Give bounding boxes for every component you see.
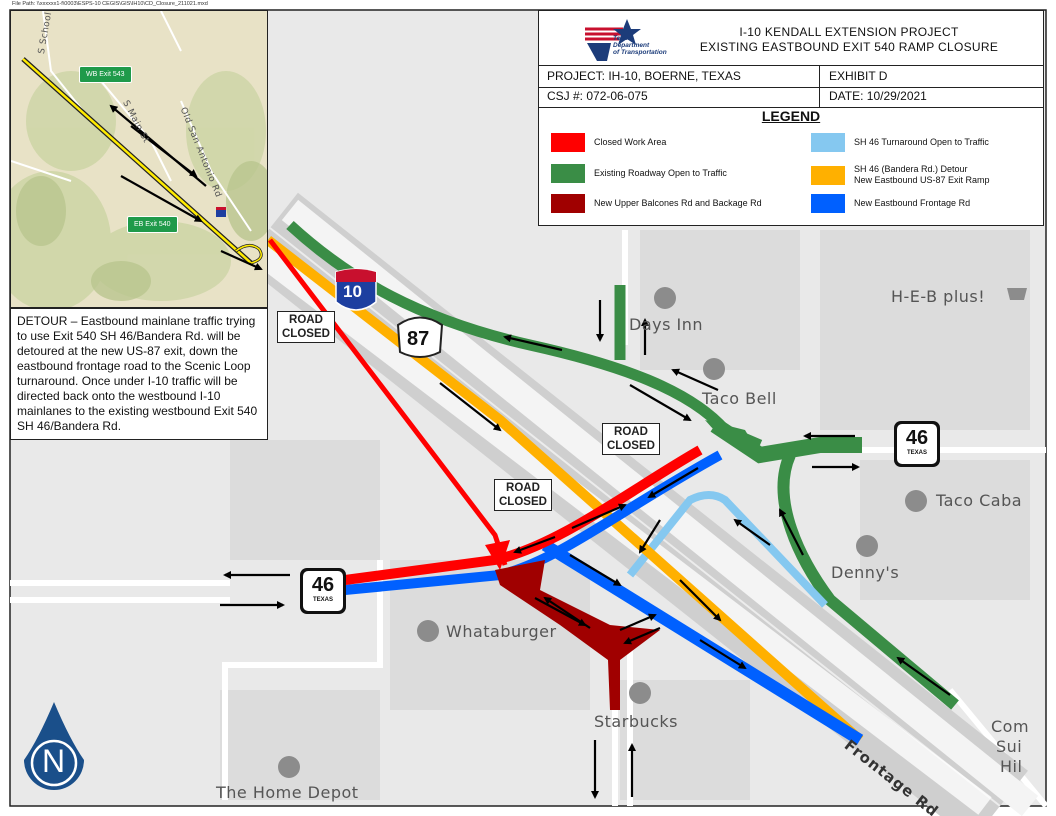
restaurant-icon-2 (905, 490, 927, 512)
title-block: Texas Department of Transportation I-10 … (538, 10, 1044, 226)
project-location: PROJECT: IH-10, BOERNE, TEXAS (547, 69, 741, 83)
label-dennys: Denny's (831, 563, 900, 582)
legend-item-frontage: New Eastbound Frontage Rd (811, 194, 970, 213)
legend-item-upper-balcones: New Upper Balcones Rd and Backage Rd (551, 194, 762, 213)
legend-label-frontage: New Eastbound Frontage Rd (854, 198, 971, 208)
cafe-icon (629, 682, 651, 704)
label-days-inn: Days Inn (629, 315, 704, 334)
legend-swatch-frontage (811, 194, 845, 213)
label-comfort-2: Sui (996, 737, 1023, 756)
inset-sign-wb-exit: WB Exit 543 (79, 66, 132, 83)
label-taco-bell: Taco Bell (702, 389, 777, 408)
label-comfort-3: Hil (1000, 757, 1023, 776)
legend-swatch-closed (551, 133, 585, 152)
legend-label-detour: SH 46 (Bandera Rd.) Detour New Eastbound… (854, 164, 990, 185)
shopping-icon (278, 756, 300, 778)
txdot-agency-name: Texas Department of Transportation (613, 35, 667, 56)
title-header: Texas Department of Transportation I-10 … (539, 11, 1043, 66)
legend-item-closed: Closed Work Area (551, 133, 666, 152)
inset-map: WB Exit 543 EB Exit 540 S School S Main … (10, 10, 268, 308)
legend-label-existing: Existing Roadway Open to Traffic (594, 168, 727, 178)
legend-swatch-detour (811, 165, 845, 185)
sh46-turnaround (626, 491, 828, 608)
exhibit-label: EXHIBIT D (829, 69, 888, 83)
label-taco-cabana: Taco Caba (936, 491, 1023, 510)
us87-shield-number: 87 (407, 328, 430, 350)
detour-note: DETOUR – Eastbound mainlane traffic tryi… (10, 308, 268, 440)
legend-swatch-upper-balcones (551, 194, 585, 213)
north-arrow (24, 702, 84, 790)
us87-shield (396, 316, 444, 358)
legend-swatch-existing (551, 164, 585, 183)
label-whataburger: Whataburger (446, 622, 557, 641)
cart-icon (1007, 288, 1027, 300)
legend-item-turnaround: SH 46 Turnaround Open to Traffic (811, 133, 989, 152)
restaurant-icon (703, 358, 725, 380)
fastfood-icon (417, 620, 439, 642)
poi-icons (278, 287, 927, 778)
lodging-icon (654, 287, 676, 309)
legend-title: LEGEND (761, 108, 821, 124)
legend-label-turnaround: SH 46 Turnaround Open to Traffic (854, 137, 989, 147)
closed-sh46-west (344, 445, 703, 585)
file-path-note: File Path: \\xxxxxx1-f\0003\ESPS-10 CEGI… (12, 1, 208, 7)
label-comfort-1: Com (991, 717, 1030, 736)
north-letter: N (42, 743, 66, 779)
txdot-logo (585, 19, 641, 61)
i10-shield (335, 268, 377, 311)
csj-number: CSJ #: 072-06-075 (547, 89, 648, 103)
legend-label-closed: Closed Work Area (594, 137, 667, 147)
project-title: I-10 KENDALL EXTENSION PROJECT EXISTING … (699, 25, 999, 54)
legend-label-upper-balcones: New Upper Balcones Rd and Backage Rd (594, 198, 762, 208)
restaurant-icon-3 (856, 535, 878, 557)
label-heb: H-E-B plus! (891, 287, 986, 306)
legend-item-existing: Existing Roadway Open to Traffic (551, 164, 727, 183)
inset-sign-eb-exit: EB Exit 540 (127, 216, 178, 233)
label-starbucks: Starbucks (594, 712, 679, 731)
traffic-arrows (220, 300, 951, 799)
exhibit-date: DATE: 10/29/2021 (829, 89, 927, 103)
legend-swatch-turnaround (811, 133, 845, 152)
label-home-depot: The Home Depot (216, 783, 359, 802)
i10-shield-number: 10 (343, 282, 362, 301)
legend-item-detour: SH 46 (Bandera Rd.) Detour New Eastbound… (811, 164, 990, 186)
